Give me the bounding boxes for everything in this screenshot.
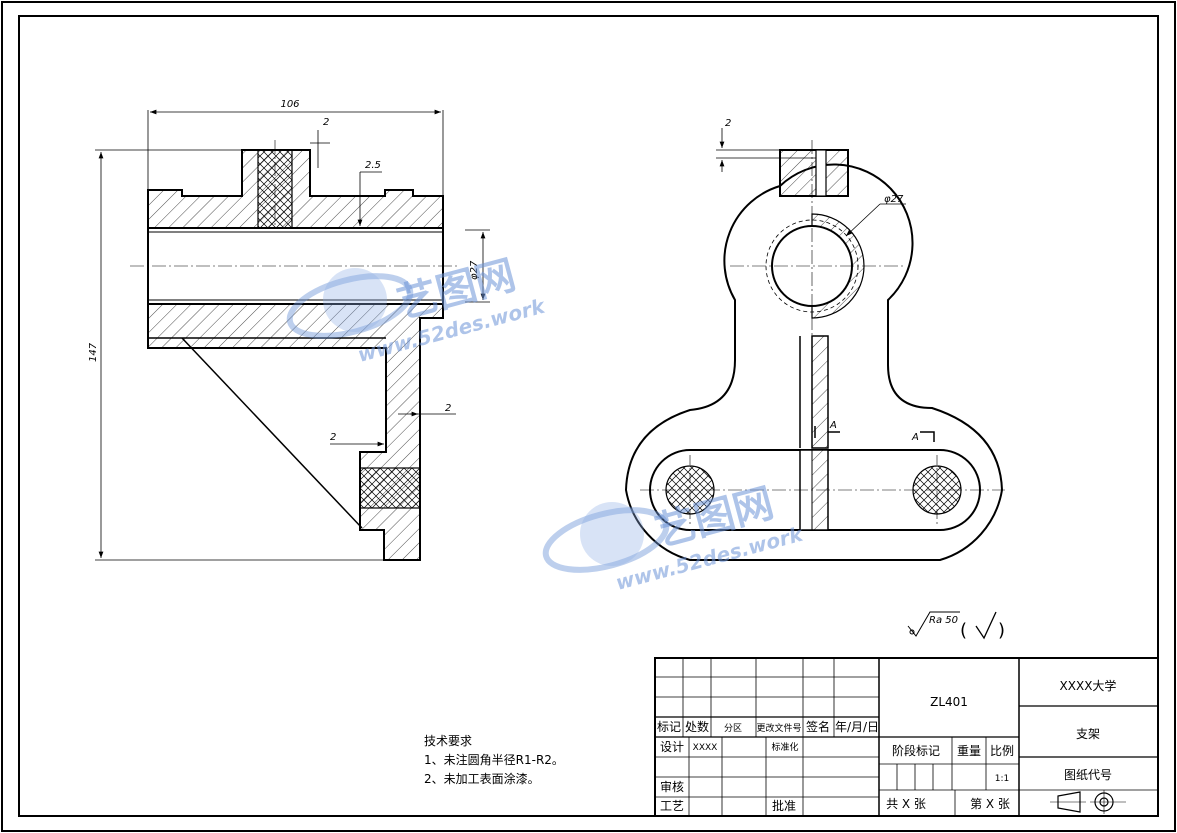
tech-line-1: 1、未注圆角半径R1-R2。	[424, 753, 564, 767]
header-change-doc: 更改文件号	[756, 722, 801, 734]
section-label-a-left: A	[829, 420, 837, 431]
dim-106: 106	[280, 99, 299, 110]
dim-wall-2-left: 2	[330, 432, 336, 443]
header-sign: 签名	[806, 719, 830, 734]
right-dimensions	[716, 128, 906, 237]
sheet-number: 第 X 张	[970, 797, 1010, 811]
dim-wall-2-right: 2	[445, 403, 451, 414]
part-name: 支架	[1076, 727, 1100, 741]
left-dimensions	[95, 109, 490, 561]
side-view	[624, 140, 1005, 561]
inner-frame	[18, 15, 1159, 817]
front-section-view	[130, 140, 460, 561]
design-label: 设计	[660, 740, 684, 754]
dim-dia-27-right: φ27	[884, 194, 904, 205]
total-sheets: 共 X 张	[886, 797, 926, 811]
scale-label: 比例	[990, 744, 1014, 758]
dim-dia-27-left: φ27	[469, 260, 480, 280]
projection-symbol-icon	[1050, 790, 1126, 814]
dim-147: 147	[88, 342, 99, 362]
roughness-value: Ra 50	[929, 615, 958, 626]
roughness-bracket-left: (	[960, 620, 967, 641]
review-label: 审核	[660, 779, 684, 794]
header-count: 处数	[685, 719, 709, 734]
dim-top-2: 2	[323, 117, 329, 128]
section-label-a-right: A	[911, 432, 919, 443]
tech-line-2: 2、未加工表面涂漆。	[424, 772, 540, 786]
drawing-code-label: 图纸代号	[1064, 768, 1112, 782]
drawing-number: ZL401	[930, 695, 968, 709]
standardization-label: 标准化	[771, 741, 798, 753]
approve-label: 批准	[772, 798, 796, 813]
roughness-symbol	[907, 611, 997, 640]
title-block	[654, 657, 1159, 817]
process-label: 工艺	[660, 799, 684, 813]
university-name: XXXX大学	[1060, 678, 1117, 693]
weight-label: 重量	[957, 744, 981, 758]
dim-right-top-2: 2	[725, 118, 731, 129]
roughness-bracket-right: )	[998, 620, 1005, 641]
tech-title: 技术要求	[424, 734, 473, 748]
header-date: 年/月/日	[835, 720, 879, 734]
dim-2-5: 2.5	[365, 160, 381, 171]
technical-requirements: 技术要求 1、未注圆角半径R1-R2。 2、未加工表面涂漆。	[424, 732, 564, 789]
header-mark: 标记	[657, 720, 681, 734]
scale-value: 1:1	[995, 774, 1009, 784]
header-zone: 分区	[724, 723, 742, 734]
designer-name: XXXX	[693, 743, 718, 753]
stage-mark-label: 阶段标记	[892, 743, 940, 758]
